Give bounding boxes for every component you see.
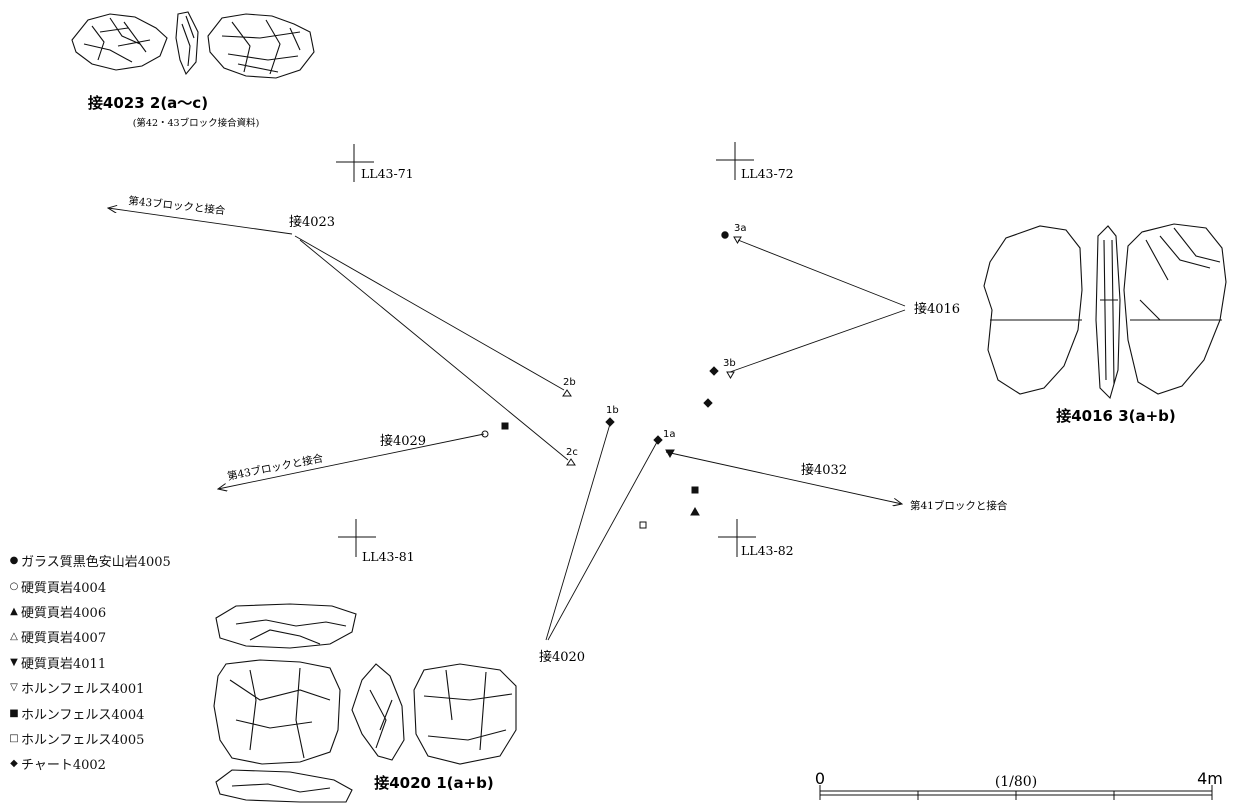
artifact-4016-drawing [983,223,1227,400]
grid-label-ll43-82: LL43-82 [741,543,794,558]
legend-item: ▲硬質頁岩4006 [8,599,171,624]
grid-cross-ll43-72 [716,142,754,180]
refit-line-4023-to-2c [299,239,569,461]
refit-line-4032 [665,451,902,504]
legend-label: 硬質頁岩4007 [21,631,107,647]
grid-label-ll43-81: LL43-81 [362,549,415,564]
refit-line-4029-to-block43 [218,433,485,489]
legend-symbol: △ [10,631,18,643]
refit-lines [108,208,906,641]
legend: ●ガラス質黒色安山岩4005 ○硬質頁岩4004 ▲硬質頁岩4006 △硬質頁岩… [8,548,171,777]
point-hornfels-4001-3a [733,236,742,244]
point-hornfels-4001-3b [726,371,735,379]
point-shale-4004 [481,430,489,438]
point-label-3b: 3b [723,358,736,369]
point-hornfels-4005 [639,521,647,529]
point-hornfels-4004-left [501,422,509,430]
artifact-4023-drawing [71,11,315,79]
legend-item: ▼硬質頁岩4011 [8,650,171,675]
grid-cross-ll43-71 [336,144,374,182]
external-label-block41: 第41ブロックと接合 [910,499,1008,512]
point-shale-4006 [690,506,700,516]
artifact-4016-title: 接4016 3(a+b) [1056,407,1176,425]
refit-line-4020-to-1a [547,441,658,641]
artifact-4023-note: (第42・43ブロック接合資料) [133,117,260,129]
legend-symbol: ▲ [10,605,18,617]
legend-item: △硬質頁岩4007 [8,624,171,649]
artifact-4020-drawing [213,603,517,803]
legend-label: ホルンフェルス4004 [21,707,145,723]
grid-crosses [336,142,756,557]
grid-label-ll43-71: LL43-71 [361,166,414,181]
refit-line-4016-to-3a [737,239,906,307]
artifact-4023-title: 接4023 2(a〜c) [88,94,208,112]
legend-item: □ホルンフェルス4005 [8,726,171,751]
refit-line-4016-to-3b [729,309,906,373]
legend-symbol: ▼ [10,656,18,668]
point-chert-3b-left [709,366,719,376]
legend-symbol: □ [9,732,19,744]
artifact-4020-title: 接4020 1(a+b) [374,774,494,792]
point-shale-4007-2c [566,458,576,466]
legend-label: 硬質頁岩4011 [21,656,107,672]
refit-label-4016: 接4016 [914,301,960,317]
refit-line-4023-to-2b [294,235,565,391]
point-label-2b: 2b [563,377,576,388]
point-chert-middle [703,398,713,408]
legend-item: ▽ホルンフェルス4001 [8,675,171,700]
legend-label: 硬質頁岩4004 [21,580,107,596]
point-shale-4007-2b [562,389,572,397]
external-label-block43-upper: 第43ブロックと接合 [128,194,227,217]
legend-label: 硬質頁岩4006 [21,605,107,621]
legend-item: ◆チャート4002 [8,751,171,776]
point-label-3a: 3a [734,223,747,234]
legend-symbol: ◆ [10,758,18,770]
point-label-1b: 1b [606,405,619,416]
grid-cross-ll43-81 [338,519,376,557]
point-label-2c: 2c [566,447,578,458]
legend-symbol: ▽ [10,682,18,694]
grid-label-ll43-72: LL43-72 [741,166,794,181]
legend-label: ホルンフェルス4005 [21,732,145,748]
legend-item: ○硬質頁岩4004 [8,573,171,598]
point-shale-4011 [665,449,675,459]
scale-ratio: (1/80) [995,774,1037,790]
point-hornfels-4004-right [691,486,699,494]
point-chert-1a [653,435,663,445]
refit-label-4032: 接4032 [801,462,847,478]
legend-label: ガラス質黒色安山岩4005 [21,555,171,571]
grid-cross-ll43-82 [718,519,756,557]
refit-line-4023-to-block43 [108,208,293,235]
legend-label: チャート4002 [21,758,106,774]
legend-item: ●ガラス質黒色安山岩4005 [8,548,171,573]
point-chert-1b [605,417,615,427]
scale-start: 0 [815,769,825,788]
refit-label-4023: 接4023 [289,214,335,230]
legend-label: ホルンフェルス4001 [21,682,145,698]
refit-label-4029: 接4029 [380,433,426,449]
legend-symbol: ■ [9,707,19,719]
point-label-1a: 1a [663,429,676,440]
point-glass-andesite-4005 [721,231,729,239]
scale-bar [819,785,1213,800]
legend-item: ■ホルンフェルス4004 [8,700,171,725]
legend-symbol: ○ [9,580,19,592]
legend-symbol: ● [9,555,19,567]
artifact-points [481,231,742,529]
refit-line-4020-to-1b [545,423,611,641]
scale-end: 4m [1197,769,1223,788]
refit-label-4020: 接4020 [539,649,585,665]
external-label-block43-lower: 第43ブロックと接合 [226,452,325,483]
